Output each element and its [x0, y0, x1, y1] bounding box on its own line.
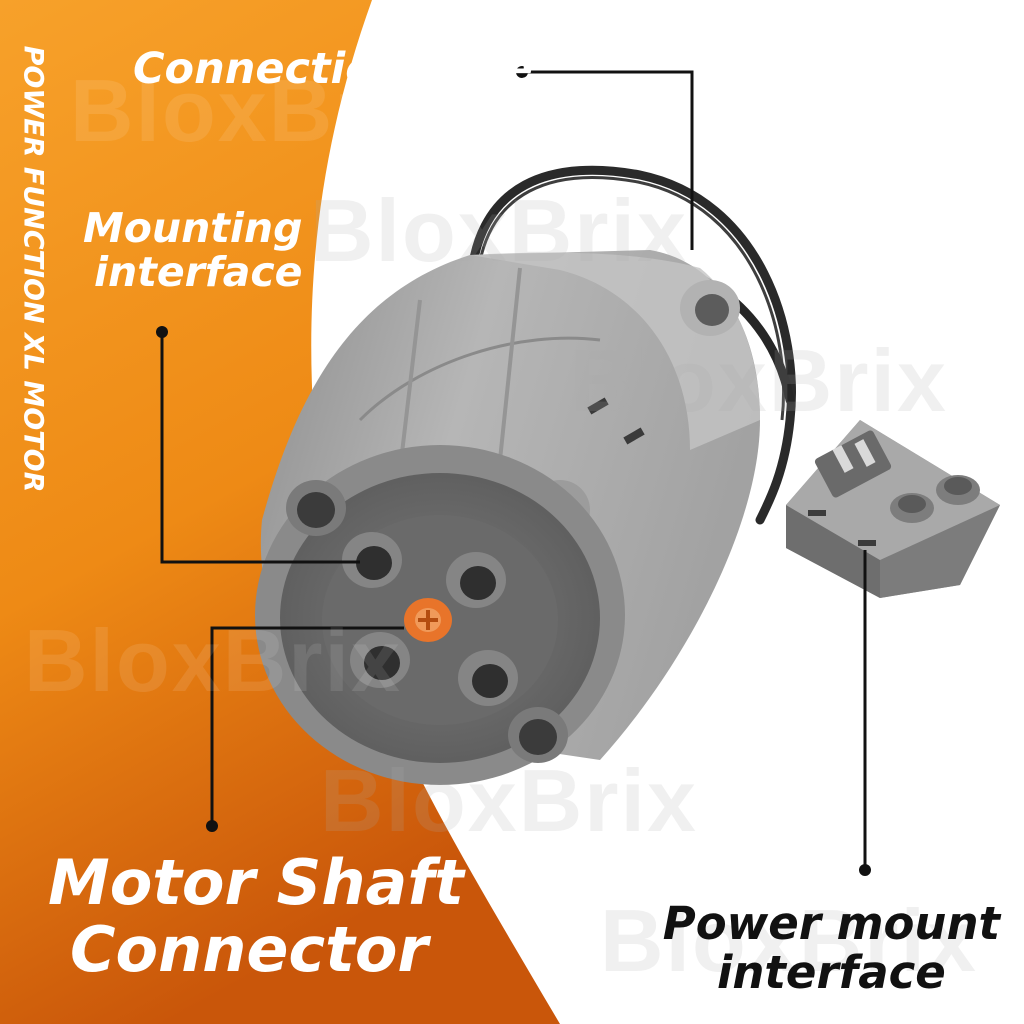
watermark: BloxBrix — [600, 891, 978, 990]
callout-label-motor-shaft-connector: Motor Shaft Connector — [48, 846, 464, 986]
motor-front-face — [255, 445, 625, 785]
watermark: BloxBrix — [320, 751, 698, 850]
callout-line-mounting — [160, 332, 360, 564]
watermark: BloxBrix — [70, 61, 448, 160]
watermark: BloxBrix — [310, 181, 688, 280]
callout-label-mounting-interface: Mounting interface — [80, 204, 303, 297]
cable-loop — [465, 165, 796, 525]
watermark: BloxBrix — [570, 331, 948, 430]
callout-label-connection-wire: Connection Wire — [133, 44, 533, 94]
callout-label-mounting-line2: interface — [94, 248, 303, 297]
callout-dots — [156, 66, 871, 876]
watermark: BloxBrix — [24, 611, 402, 710]
product-title: POWER FUNCTION XL MOTOR — [6, 24, 60, 514]
callout-label-motor-shaft-line2: Connector — [70, 912, 428, 986]
callout-label-motor-shaft-line1: Motor Shaft — [48, 846, 464, 919]
callout-label-power-mount-line2: interface — [716, 945, 946, 999]
power-connector-block — [786, 420, 1000, 598]
callout-line-connection-wire — [522, 70, 694, 250]
callout-lines — [160, 70, 867, 870]
callout-label-power-mount-line1: Power mount — [662, 897, 1000, 950]
product-title-text: POWER FUNCTION XL MOTOR — [17, 45, 49, 493]
callout-line-motor-shaft — [210, 626, 404, 826]
callout-label-mounting-line1: Mounting — [82, 204, 303, 252]
callout-label-power-mount-interface: Power mount interface — [662, 897, 1000, 999]
